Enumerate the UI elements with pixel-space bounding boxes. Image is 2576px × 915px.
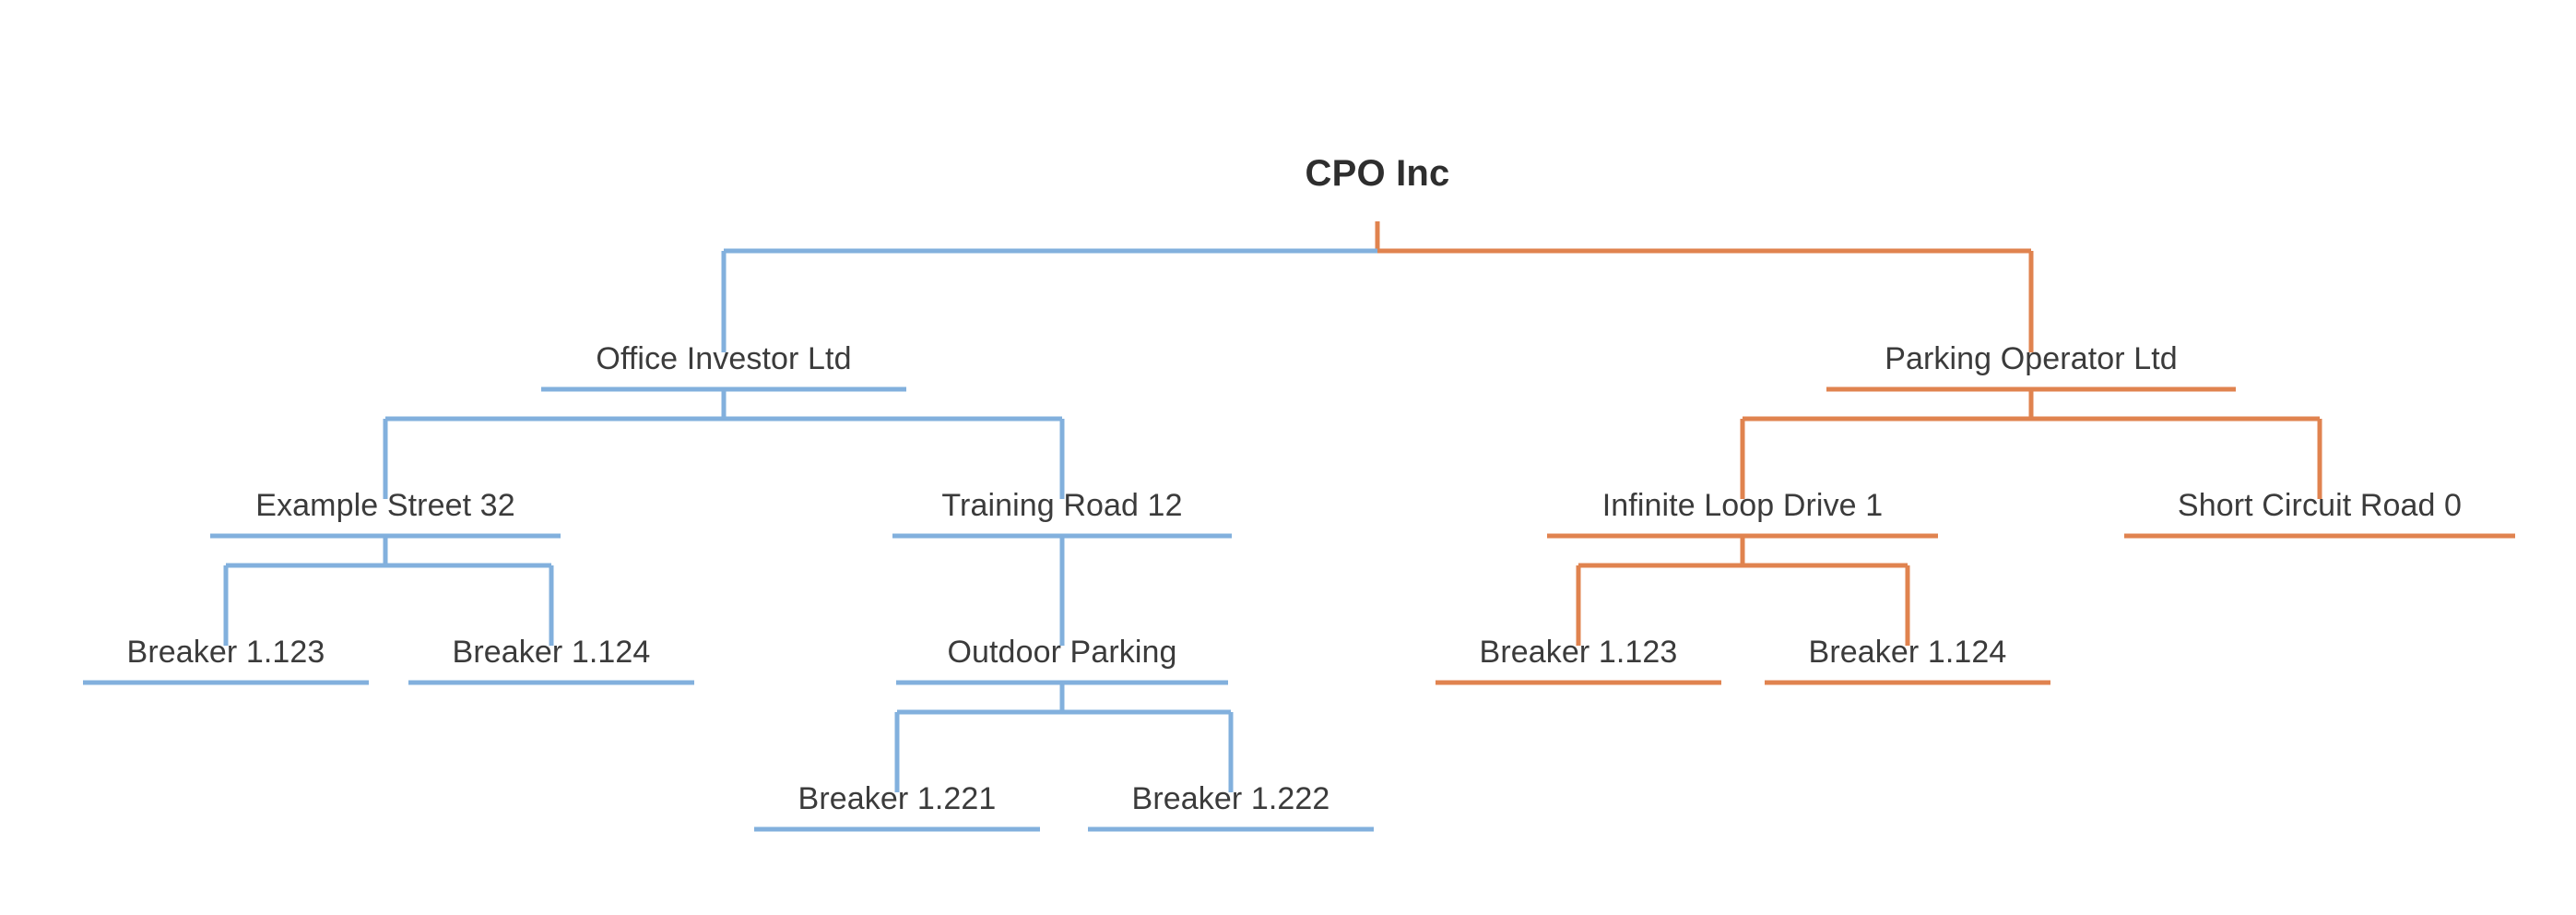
tree-node-parking-operator-ltd[interactable]: Parking Operator Ltd [1885, 341, 2178, 376]
tree-node-training-road-12[interactable]: Training Road 12 [941, 488, 1183, 523]
tree-node-outdoor-parking[interactable]: Outdoor Parking [947, 635, 1177, 670]
tree-node-infinite-loop-drive-1[interactable]: Infinite Loop Drive 1 [1601, 488, 1884, 523]
tree-node-breaker-1-123-b[interactable]: Breaker 1.123 [1479, 635, 1678, 670]
tree-node-breaker-1-124-b[interactable]: Breaker 1.124 [1808, 635, 2007, 670]
tree-node-office-investor-ltd[interactable]: Office Investor Ltd [596, 341, 852, 376]
tree-node-breaker-1-221[interactable]: Breaker 1.221 [798, 781, 997, 816]
tree-node-breaker-1-123-a[interactable]: Breaker 1.123 [126, 635, 325, 670]
tree-node-example-street-32[interactable]: Example Street 32 [255, 488, 515, 523]
tree-node-breaker-1-222[interactable]: Breaker 1.222 [1131, 781, 1330, 816]
tree-node-root[interactable]: CPO Inc [1305, 153, 1450, 194]
tree-node-short-circuit-road-0[interactable]: Short Circuit Road 0 [2177, 488, 2463, 523]
tree-node-breaker-1-124-a[interactable]: Breaker 1.124 [452, 635, 651, 670]
